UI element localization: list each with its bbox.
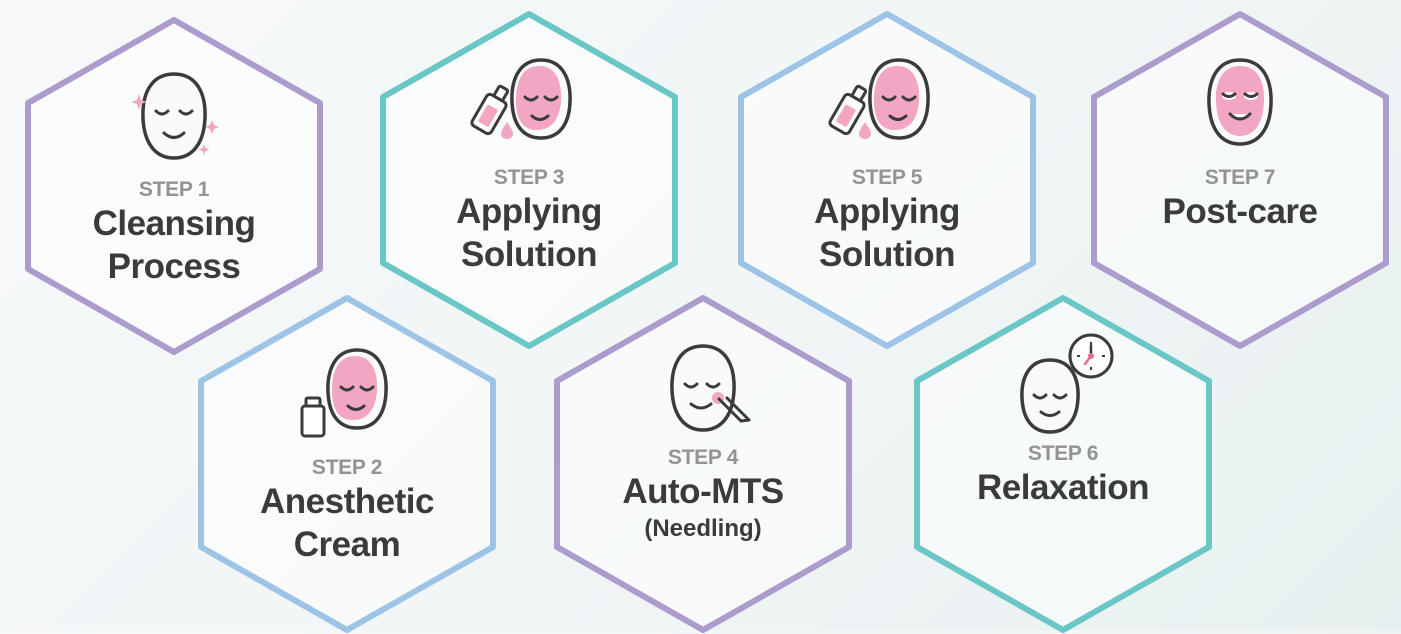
step-label: STEP 7	[1204, 166, 1276, 189]
step-title: Relaxation	[977, 468, 1150, 507]
step-label: STEP 6	[1027, 442, 1099, 465]
hexagon-border	[1091, 11, 1389, 349]
step-7-hexagon: STEP 7 Post-care	[1090, 10, 1390, 350]
step-label: STEP 2	[311, 456, 383, 479]
step-4-hexagon: STEP 4 Auto-MTS (Needling)	[553, 294, 853, 634]
step-2-hexagon: STEP 2 Anesthetic Cream	[197, 294, 497, 634]
sheet-mask-icon	[1170, 54, 1310, 154]
step-label: STEP 3	[493, 166, 565, 189]
step-5-hexagon: STEP 5 Applying Solution	[737, 10, 1037, 350]
hexagon-border	[738, 11, 1036, 349]
step-label: STEP 1	[138, 178, 210, 201]
dropper-bottle-icon	[817, 54, 957, 154]
step-label: STEP 5	[851, 166, 923, 189]
step-label: STEP 4	[667, 446, 739, 469]
step-title: Auto-MTS	[622, 472, 784, 511]
needling-pen-icon	[633, 340, 773, 440]
face-sparkle-icon	[104, 66, 244, 166]
step-title: Post-care	[1162, 192, 1318, 231]
step-title: Cleansing Process	[92, 204, 256, 286]
clock-icon	[993, 333, 1133, 438]
step-title: Anesthetic Cream	[260, 482, 434, 564]
hexagon-border	[380, 11, 678, 349]
step-6-hexagon: STEP 6 Relaxation	[913, 294, 1213, 634]
hexagon-border	[25, 17, 323, 355]
step-title: Applying Solution	[456, 192, 602, 274]
step-3-hexagon: STEP 3 Applying Solution	[379, 10, 679, 350]
step-subtitle: (Needling)	[644, 515, 762, 542]
step-title: Applying Solution	[814, 192, 960, 274]
cream-jar-icon	[277, 342, 417, 442]
step-1-hexagon: STEP 1 Cleansing Process	[24, 16, 324, 356]
dropper-bottle-icon	[459, 54, 599, 154]
